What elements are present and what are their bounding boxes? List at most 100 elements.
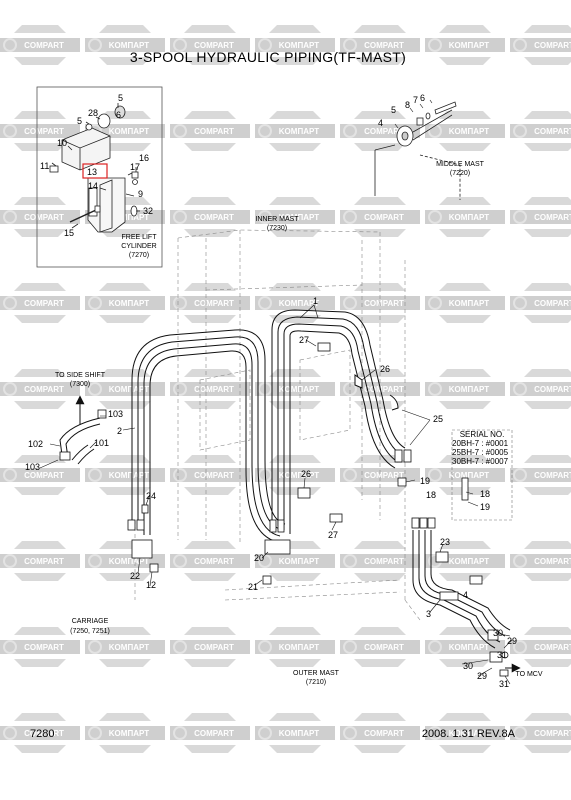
watermark-text: COMPART [364,41,404,50]
callout-23: 23 [440,537,450,547]
watermark-text: COMPART [194,213,234,222]
watermark-text: KOMПAPT [109,41,150,50]
watermark-text: KOMПAPT [109,127,150,136]
callout-4: 4 [463,590,468,600]
watermark-text: COMPART [194,643,234,652]
note-carriage: CARRIAGE [72,618,109,625]
watermark-text: COMPART [24,557,64,566]
watermark-text: COMPART [364,471,404,480]
footer: 7280 2008. 1.31 REV.8A [30,728,516,740]
callout-5: 5 [77,116,82,126]
watermark-grid: COMPART KOMПAPT COMPART KOMПAPT COMPART KOMПA… [0,24,571,754]
watermark-text: KOMПAPT [449,557,490,566]
callout-102: 102 [28,439,43,449]
watermark-text: COMPART [534,41,571,50]
callout-101: 101 [94,438,109,448]
serial-row: 25BH-7 : #0005 [452,448,509,457]
callout-29: 29 [477,671,487,681]
watermark-text: COMPART [364,213,404,222]
watermark-text: COMPART [194,41,234,50]
callout-5: 5 [118,93,123,103]
callout-12: 12 [146,580,156,590]
callout-6: 6 [420,93,425,103]
watermark-text: KOMПAPT [109,557,150,566]
watermark-text: KOMПAPT [279,729,320,738]
watermark-text: KOMПAPT [449,471,490,480]
callout-4: 4 [378,118,383,128]
note-free-lift-1: FREE LIFT [121,234,157,241]
watermark-text: KOMПAPT [109,471,150,480]
callout-19: 19 [420,476,430,486]
note-middle-mast: MIDDLE MAST [436,161,485,168]
revision-date: 2008. 1.31 REV.8A [422,728,516,740]
callout-103: 103 [25,462,40,472]
watermark-text: KOMПAPT [109,213,150,222]
callout-20: 20 [254,553,264,563]
watermark-text: KOMПAPT [279,41,320,50]
serial-row: 20BH-7 : #0001 [452,439,509,448]
callout-3: 3 [426,609,431,619]
note-carriage-ref: (7250, 7251) [70,628,110,635]
callout-2: 2 [117,426,122,436]
note-free-lift-2: CYLINDER [121,243,156,250]
callout-25: 25 [433,414,443,424]
watermark-text: COMPART [534,471,571,480]
watermark-text: COMPART [194,299,234,308]
callout-30: 30 [463,661,473,671]
watermark-text: COMPART [534,213,571,222]
serial-row: 30BH-7 : #0007 [452,457,509,466]
callout-32: 32 [143,206,153,216]
watermark-text: COMPART [24,385,64,394]
callout-27: 27 [299,335,309,345]
watermark-text: COMPART [364,643,404,652]
watermark-text: COMPART [24,299,64,308]
callout-8: 8 [405,100,410,110]
watermark-text: KOMПAPT [279,127,320,136]
watermark-text: COMPART [24,729,64,738]
watermark-text: COMPART [534,557,571,566]
watermark-text: COMPART [534,385,571,394]
callout-29: 29 [507,636,517,646]
callout-30: 30 [493,628,503,638]
watermark-text: COMPART [194,557,234,566]
fittings [59,342,509,677]
serial-box [451,429,513,521]
callout-1: 1 [313,296,318,306]
middle-mast-detail [374,101,461,200]
watermark-text: COMPART [194,127,234,136]
diagram-title: 3-SPOOL HYDRAULIC PIPING(TF-MAST) [130,49,406,65]
callout-26: 26 [380,364,390,374]
note-inner-mast-ref: (7230) [267,225,287,232]
callout-21: 21 [248,582,258,592]
watermark-text: KOMПAPT [279,299,320,308]
watermark-text: KOMПAPT [279,385,320,394]
callout-24: 24 [146,491,156,501]
watermark-text: COMPART [24,127,64,136]
watermark-text: KOMПAPT [449,385,490,394]
note-outer-mast: OUTER MAST [293,670,340,677]
callout-18: 18 [480,489,490,499]
watermark-text: KOMПAPT [109,299,150,308]
title-block: 3-SPOOL HYDRAULIC PIPING(TF-MAST) [130,49,406,65]
callout-19: 19 [480,502,490,512]
note-to-mcv: TO MCV [515,671,542,678]
callout-9: 9 [138,189,143,199]
note-free-lift-ref: (7270) [129,252,149,259]
watermark-text: COMPART [364,127,404,136]
note-middle-mast-ref: (7220) [450,170,470,177]
watermark-text: COMPART [194,385,234,394]
callout-22: 22 [130,571,140,581]
callout-17: 17 [130,162,140,172]
callout-10: 10 [57,138,67,148]
watermark-text: COMPART [24,41,64,50]
watermark-text: KOMПAPT [109,643,150,652]
watermark-text: COMPART [534,127,571,136]
callout-26: 26 [301,469,311,479]
watermark-text: COMPART [364,557,404,566]
serial-heading: SERIAL NO. [460,430,505,439]
leader-lines [39,99,521,685]
watermark-text: COMPART [534,643,571,652]
watermark-text: KOMПAPT [449,213,490,222]
watermark-text: COMPART [24,471,64,480]
part-callouts: 5 28 6 5 10 11 13 14 17 16 9 32 15 6 8 7… [25,93,517,689]
